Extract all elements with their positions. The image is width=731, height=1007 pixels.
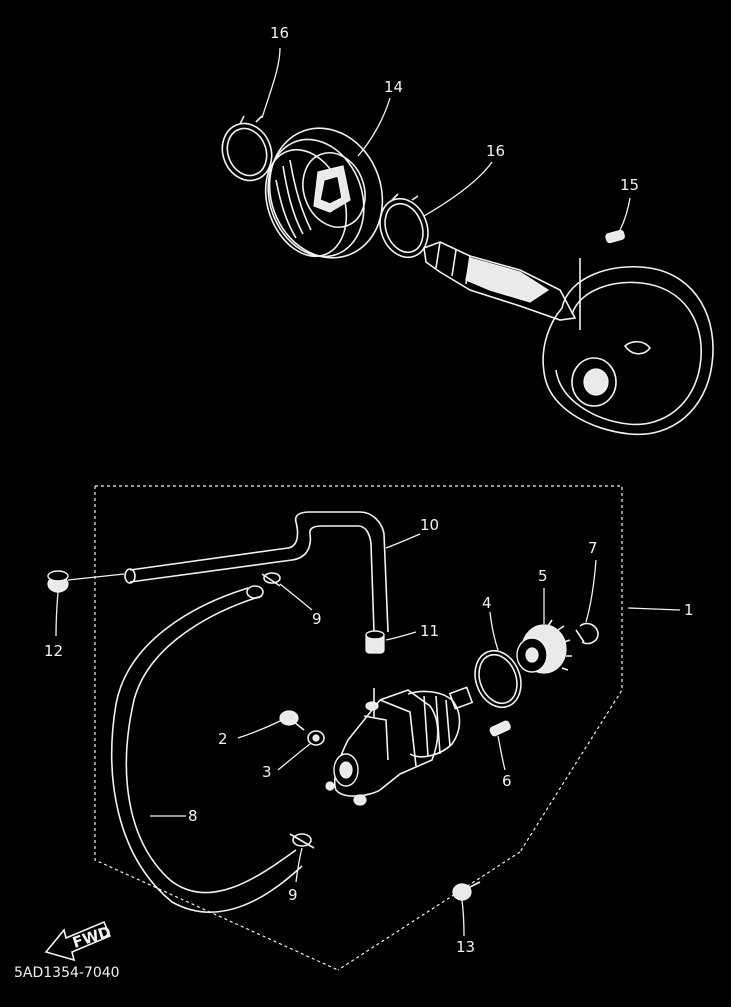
callout-8: 8 xyxy=(188,807,198,825)
assembly-boundary xyxy=(94,485,623,971)
screw-2 xyxy=(279,710,305,731)
callout-9-lower: 9 xyxy=(288,886,298,904)
callout-1: 1 xyxy=(684,601,694,619)
callout-11: 11 xyxy=(420,622,439,640)
callout-3: 3 xyxy=(262,763,272,781)
oil-pump-body xyxy=(325,686,474,806)
hose-clip-9-lower xyxy=(289,833,315,849)
drive-plate xyxy=(542,258,714,436)
connector-11 xyxy=(365,630,385,654)
callout-12: 12 xyxy=(44,642,63,660)
pin-15 xyxy=(605,229,625,244)
callout-16-left: 16 xyxy=(270,24,289,42)
clip-7 xyxy=(575,622,599,645)
circlip-16-right xyxy=(379,193,429,259)
callout-16-right: 16 xyxy=(486,142,505,160)
part-code: 5AD1354-7040 xyxy=(14,965,120,981)
gear-5 xyxy=(516,619,572,674)
callout-2: 2 xyxy=(218,730,228,748)
callout-6: 6 xyxy=(502,772,512,790)
pulley-14 xyxy=(264,127,384,259)
callout-14: 14 xyxy=(384,78,403,96)
callout-5: 5 xyxy=(538,567,548,585)
callout-13: 13 xyxy=(456,938,475,956)
hose-8 xyxy=(111,585,303,913)
callout-4: 4 xyxy=(482,594,492,612)
hose-clip-9-upper xyxy=(261,572,281,587)
callout-9-upper: 9 xyxy=(312,610,322,628)
washer-3 xyxy=(307,730,325,746)
hose-10 xyxy=(124,511,389,633)
callout-7: 7 xyxy=(588,539,598,557)
circlip-16-left xyxy=(221,115,273,182)
o-ring-4 xyxy=(474,649,522,709)
leader-lines xyxy=(55,47,681,937)
callout-15: 15 xyxy=(620,176,639,194)
cap-12 xyxy=(47,570,69,593)
pin-6 xyxy=(489,720,511,737)
callout-10: 10 xyxy=(420,516,439,534)
shaft-assembly xyxy=(423,241,577,321)
